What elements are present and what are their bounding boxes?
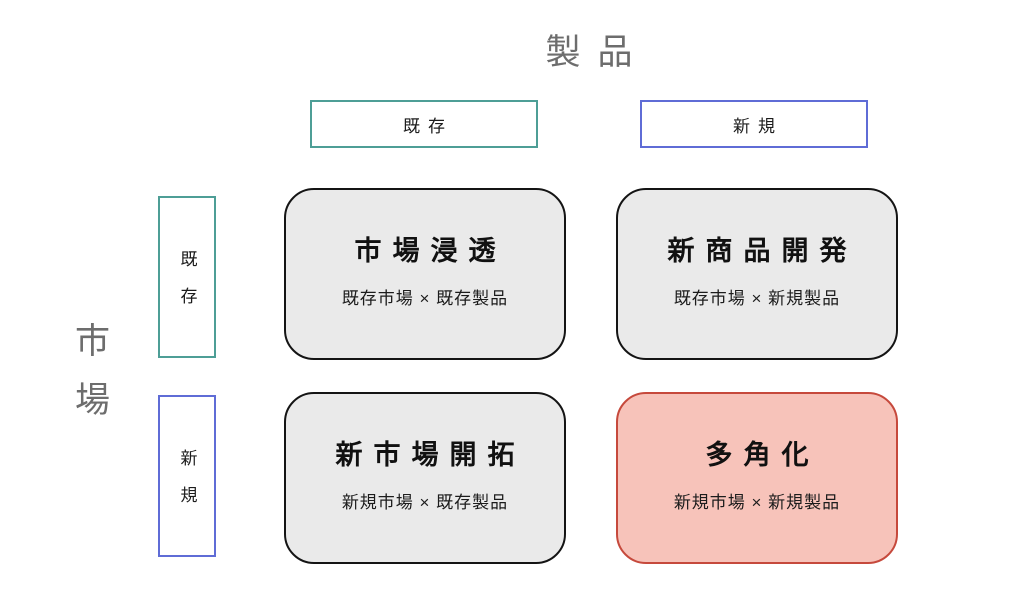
quadrant-new-market-development-subtitle: 新規市場 × 既存製品 — [341, 493, 509, 512]
quadrant-market-penetration-title: 市場浸透 — [354, 236, 507, 266]
product-axis-label: 製品 — [545, 33, 650, 72]
quadrant-new-product-development: 新商品開発 既存市場 × 新規製品 — [616, 188, 898, 360]
quadrant-diversification-subtitle: 新規市場 × 新規製品 — [673, 493, 841, 512]
quadrant-diversification: 多角化 新規市場 × 新規製品 — [616, 392, 898, 564]
quadrant-new-market-development-title: 新市場開拓 — [335, 440, 526, 470]
row-header-new-market: 新規 — [158, 395, 216, 557]
market-axis-label: 市場 — [70, 322, 109, 440]
column-header-new-product: 新規 — [640, 100, 868, 148]
column-header-existing-product: 既存 — [310, 100, 538, 148]
row-header-new-market-label: 新規 — [177, 449, 197, 523]
row-header-existing-market-label: 既存 — [177, 250, 197, 324]
quadrant-market-penetration-subtitle: 既存市場 × 既存製品 — [341, 289, 509, 308]
row-header-existing-market: 既存 — [158, 196, 216, 358]
quadrant-new-product-development-title: 新商品開発 — [667, 236, 858, 266]
quadrant-new-product-development-subtitle: 既存市場 × 新規製品 — [673, 289, 841, 308]
quadrant-diversification-title: 多角化 — [705, 440, 820, 470]
quadrant-market-penetration: 市場浸透 既存市場 × 既存製品 — [284, 188, 566, 360]
quadrant-new-market-development: 新市場開拓 新規市場 × 既存製品 — [284, 392, 566, 564]
